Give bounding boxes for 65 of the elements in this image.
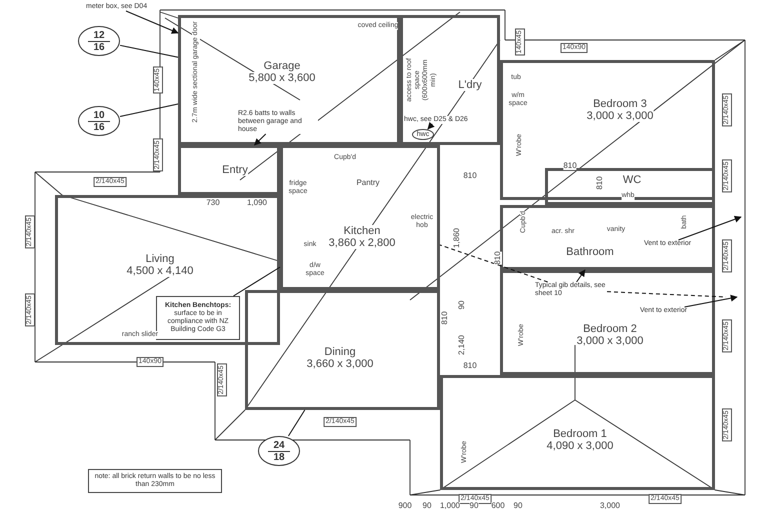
section-number: 24	[268, 440, 290, 452]
room-name: Entry	[222, 164, 248, 176]
room-outline	[55, 195, 280, 345]
room-name: Garage	[264, 60, 300, 72]
room-dimensions: 3,000 x 3,000	[586, 110, 654, 122]
sheet-number: 16	[92, 122, 106, 132]
dimension-text: 1,860	[453, 228, 461, 248]
note-box	[88, 469, 222, 493]
room-dimensions: 3,660 x 3,000	[306, 358, 374, 370]
dimension-text: 2,140	[458, 334, 466, 356]
room-outline	[500, 270, 715, 375]
room-name: Living	[146, 253, 174, 265]
dimension-text: 1,090	[246, 199, 268, 207]
dimension-text: 90	[470, 502, 478, 510]
leader-line	[120, 44, 178, 58]
dimension-text: 810	[494, 251, 502, 265]
room-name: Bedroom 1	[553, 428, 607, 440]
dimension-text: 90	[514, 502, 522, 510]
section-number: 12	[88, 30, 110, 42]
note-box	[156, 296, 240, 340]
leader-line	[288, 410, 306, 436]
dimension-text: 810	[596, 176, 604, 190]
room-dimensions: 4,500 x 4,140	[126, 265, 194, 277]
leader-line	[120, 103, 178, 117]
sheet-number: 16	[92, 42, 106, 52]
room-name: Pantry	[356, 179, 380, 187]
room-outline	[440, 375, 715, 490]
dimension-text: 730	[206, 199, 220, 207]
sheet-number: 18	[272, 452, 286, 462]
dimension-text: 810	[441, 311, 449, 325]
room-outline	[245, 290, 440, 410]
room-name: Dining	[324, 346, 356, 358]
room-name: Bathroom	[566, 246, 614, 258]
room-name: Kitchen	[344, 225, 380, 237]
dimension-text: 1,000	[440, 502, 460, 510]
section-number: 10	[88, 110, 110, 122]
section-callout-bubble	[78, 106, 120, 136]
room-name: Bedroom 2	[583, 323, 637, 335]
dimension-text: 810	[463, 362, 477, 370]
room-dimensions: 4,090 x 3,000	[546, 440, 614, 452]
room-name: L'dry	[458, 79, 482, 91]
leader-line	[126, 10, 179, 34]
leader-line	[440, 244, 548, 282]
dimension-text: 3,000	[600, 502, 620, 510]
room-outline	[545, 168, 715, 205]
dimension-text: 90	[458, 300, 466, 310]
room-name: WC	[622, 174, 642, 186]
room-name: Bedroom 3	[593, 98, 647, 110]
room-dimensions: 5,800 x 3,600	[248, 72, 316, 84]
leader-line	[254, 134, 266, 146]
leader-line	[684, 294, 738, 308]
room-outline	[178, 145, 280, 195]
leader-line	[678, 216, 742, 240]
leader-line	[576, 269, 586, 282]
room-dimensions: 3,860 x 2,800	[328, 237, 396, 249]
leader-line	[427, 122, 435, 130]
room-dimensions: 3,000 x 3,000	[576, 335, 644, 347]
leader-line	[232, 266, 280, 296]
section-callout-bubble	[78, 26, 120, 56]
dimension-text: 900	[398, 502, 412, 510]
dimension-text: 90	[422, 502, 432, 510]
dimension-text: 600	[491, 502, 505, 510]
dimension-text: 810	[463, 172, 477, 180]
section-callout-bubble	[258, 436, 300, 466]
dimension-text: 810	[563, 162, 577, 170]
